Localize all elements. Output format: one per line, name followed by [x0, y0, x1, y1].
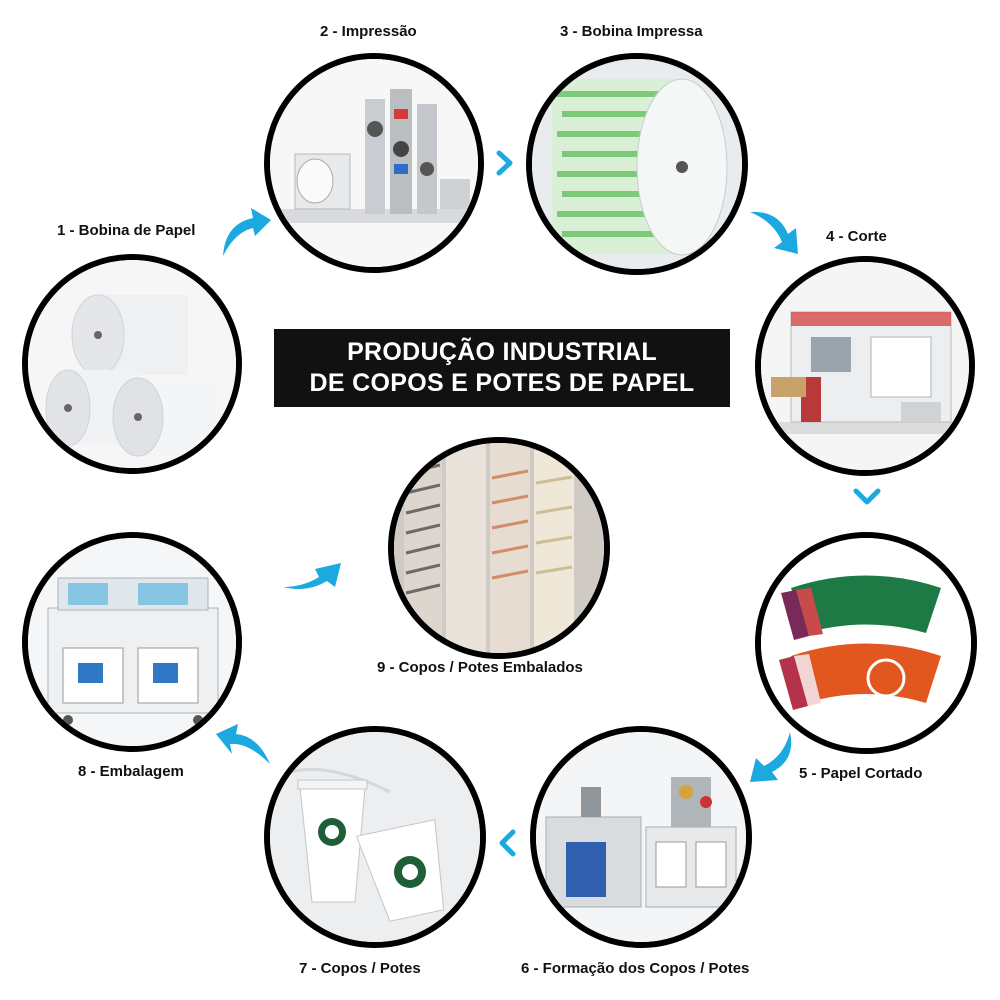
title-line-2: DE COPOS E POTES DE PAPEL — [309, 369, 695, 397]
step-7-label: 7 - Copos / Potes — [299, 960, 421, 977]
step-6-image — [530, 726, 752, 948]
step-9-label: 9 - Copos / Potes Embalados — [377, 659, 583, 676]
chevron-icon — [496, 150, 514, 176]
step-3-label: 3 - Bobina Impressa — [560, 23, 703, 40]
chevron-icon — [498, 829, 516, 857]
step-7-image — [264, 726, 486, 948]
step-5-image — [755, 532, 977, 754]
step-9-image — [388, 437, 610, 659]
step-8-image — [22, 532, 242, 752]
step-3-image — [526, 53, 748, 275]
step-1-image — [22, 254, 242, 474]
step-2-label: 2 - Impressão — [320, 23, 417, 40]
curved-arrow-icon — [214, 722, 272, 768]
curved-arrow-icon — [281, 557, 343, 591]
curved-arrow-icon — [215, 200, 275, 260]
step-2-image — [264, 53, 484, 273]
curved-arrow-icon — [748, 206, 808, 258]
chevron-icon — [853, 488, 881, 506]
step-6-label: 6 - Formação dos Copos / Potes — [521, 960, 750, 977]
step-1-label: 1 - Bobina de Papel — [57, 222, 196, 239]
step-4-label: 4 - Corte — [826, 228, 887, 245]
diagram-title: PRODUÇÃO INDUSTRIAL DE COPOS E POTES DE … — [274, 329, 730, 407]
step-5-label: 5 - Papel Cortado — [799, 765, 923, 782]
curved-arrow-icon — [744, 730, 798, 790]
title-line-1: PRODUÇÃO INDUSTRIAL — [347, 338, 657, 366]
step-4-image — [755, 256, 975, 476]
step-8-label: 8 - Embalagem — [78, 763, 184, 780]
